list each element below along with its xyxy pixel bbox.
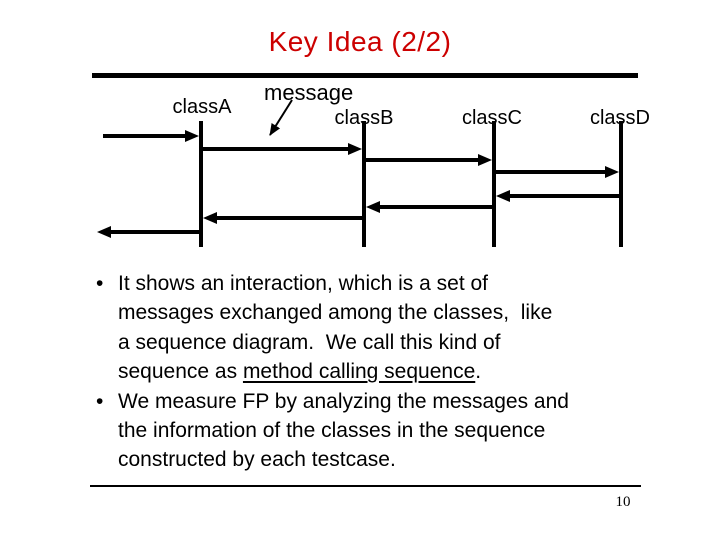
arrow-external-to-classA bbox=[103, 130, 199, 143]
arrowhead-right-icon bbox=[348, 143, 362, 155]
message-label: message bbox=[264, 80, 354, 105]
arrowhead-left-icon bbox=[496, 190, 510, 202]
message-pointer-arrow-icon bbox=[269, 99, 293, 136]
footer-divider bbox=[90, 485, 641, 487]
bullet-text-line: It shows an interaction, which is a set … bbox=[118, 272, 489, 295]
arrow-classB-to-classC bbox=[366, 154, 492, 167]
lifeline-classD bbox=[619, 121, 623, 247]
bullet-list: • It shows an interaction, which is a se… bbox=[95, 269, 640, 475]
bullet-item: • It shows an interaction, which is a se… bbox=[95, 269, 640, 387]
lifeline-classA bbox=[199, 121, 203, 247]
bullet-item: • We measure FP by analyzing the message… bbox=[95, 387, 640, 475]
arrow-classC-to-classB bbox=[366, 201, 492, 214]
arrowhead-right-icon bbox=[478, 154, 492, 166]
bullet-marker: • bbox=[96, 389, 104, 413]
arrow-classA-to-classB bbox=[203, 143, 362, 156]
class-label-classD: classD bbox=[589, 107, 651, 129]
arrowhead-right-icon bbox=[605, 166, 619, 178]
bullet-text-line: sequence as method calling sequence. bbox=[118, 360, 482, 384]
slide-title: Key Idea (2/2) bbox=[268, 26, 452, 57]
lifeline-classC bbox=[492, 121, 496, 247]
class-label-classB: classB bbox=[334, 107, 394, 129]
lifeline-classB bbox=[362, 121, 366, 247]
bullet-text-line: the information of the classes in the se… bbox=[118, 419, 546, 443]
arrowhead-left-icon bbox=[203, 212, 217, 224]
class-label-classA: classA bbox=[172, 96, 232, 118]
bullet-text-line: constructed by each testcase. bbox=[118, 448, 396, 472]
arrowhead-right-icon bbox=[185, 130, 199, 142]
bullet-text-line: We measure FP by analyzing the messages … bbox=[118, 389, 569, 413]
title-underline bbox=[92, 73, 638, 78]
arrow-classD-to-classC bbox=[496, 190, 621, 203]
page-number: 10 bbox=[615, 494, 631, 510]
bullet-text-line: a sequence diagram. We call this kind of bbox=[118, 330, 501, 354]
arrow-classB-to-classA bbox=[203, 212, 362, 225]
arrowhead-left-icon bbox=[366, 201, 380, 213]
class-label-classC: classC bbox=[461, 107, 523, 129]
bullet-marker: • bbox=[96, 272, 104, 295]
arrowhead-left-icon bbox=[97, 226, 111, 238]
arrow-classC-to-classD bbox=[496, 166, 619, 179]
underlined-phrase: method calling sequence bbox=[242, 360, 476, 384]
arrow-classA-to-external bbox=[97, 226, 199, 239]
bullet-text-line: messages exchanged among the classes, li… bbox=[118, 301, 553, 325]
